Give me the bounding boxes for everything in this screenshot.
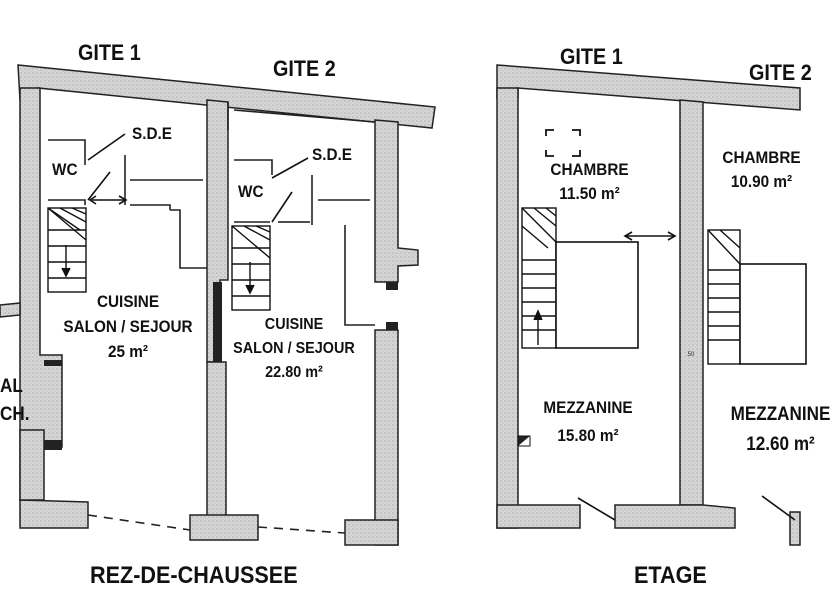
door-jamb — [213, 282, 222, 362]
wall-right-upper — [374, 119, 419, 283]
upper-gite1-bedroom: CHAMBRE 11.50 m² — [540, 160, 639, 204]
wall-bottom-upper-1 — [496, 504, 581, 529]
upper-gite1-bedroom-area: 11.50 m² — [559, 184, 620, 203]
upper-level-title: ETAGE — [634, 562, 707, 589]
gite1-leaders — [87, 133, 128, 205]
wall-bottom-right — [344, 519, 399, 546]
upper-gite2-mezzanine-label: MEZZANINE — [730, 404, 831, 425]
ground-gite2-room-line1: CUISINE — [264, 316, 324, 333]
jamb-mark-2 — [44, 440, 62, 450]
gite2-partitions — [233, 109, 376, 326]
gite1-partitions — [48, 102, 229, 269]
gite2-void-opening — [739, 263, 807, 365]
wall-left-upper — [496, 87, 519, 529]
corner-mark — [518, 436, 530, 446]
jamb-mark-3 — [386, 282, 398, 290]
gite2-upper-stairs — [707, 229, 741, 365]
wall-bottom-upper-2 — [614, 504, 736, 529]
upper-small-mark: .50 — [686, 352, 695, 358]
ground-floor-openings — [87, 514, 346, 534]
upper-gite2-title: GITE 2 — [749, 60, 812, 85]
upper-gite2-bedroom: CHAMBRE 10.90 m² — [712, 148, 811, 192]
floor-plan-drawing — [0, 64, 807, 546]
corner-mark-box — [517, 435, 531, 447]
floor-plan-canvas: GITE 1 GITE 2 S.D.E WC CUISINE SALON / S… — [0, 40, 831, 589]
upper-gite1-title: GITE 1 — [560, 44, 623, 69]
wall-divider-upper — [679, 99, 704, 506]
ground-edge-text-1: AL — [0, 376, 23, 397]
gite1-upper-stairs — [521, 207, 557, 349]
ground-gite2-area: 22.80 m² — [265, 364, 323, 381]
bedroom-marker — [545, 129, 581, 157]
gite2-door-swing — [761, 495, 796, 521]
upper-gite1-mezzanine-label: MEZZANINE — [543, 398, 633, 417]
upper-floor-plan — [496, 64, 801, 546]
ground-gite1-sde-label: S.D.E — [132, 124, 172, 143]
gite2-stairs — [231, 225, 271, 311]
ground-gite1-room-line1: CUISINE — [96, 292, 160, 311]
ground-floor-plan — [0, 64, 436, 546]
ground-gite1-wc-label: WC — [52, 160, 78, 179]
ground-gite2-room-name: CUISINE SALON / SEJOUR 22.80 m² — [222, 316, 366, 382]
jamb-mark-4 — [386, 322, 398, 330]
ground-gite1-room-name: CUISINE SALON / SEJOUR 25 m² — [56, 292, 200, 362]
wall-outside-left-2 — [19, 429, 45, 501]
jamb-mark — [44, 360, 62, 366]
ground-gite1-area: 25 m² — [108, 342, 148, 361]
ground-gite2-room-line2: SALON / SEJOUR — [233, 340, 355, 357]
wall-bottom-upper-3 — [789, 511, 801, 546]
gite2-leaders — [271, 157, 310, 223]
upper-gite1-bedroom-label: CHAMBRE — [550, 160, 629, 179]
ground-edge-text-2: CH. — [0, 404, 30, 425]
ground-gite2-sde-label: S.D.E — [312, 145, 352, 164]
ground-gite2-title: GITE 2 — [273, 56, 336, 81]
ground-gite1-room-line2: SALON / SEJOUR — [63, 317, 193, 336]
upper-gite2-bedroom-area: 10.90 m² — [730, 172, 793, 191]
ground-gite1-title: GITE 1 — [78, 40, 141, 65]
gite1-stairs — [47, 207, 87, 293]
upper-gite2-mezzanine: MEZZANINE 12.60 m² — [722, 404, 839, 456]
ground-level-title: REZ-DE-CHAUSSEE — [90, 562, 298, 589]
upper-gite2-bedroom-label: CHAMBRE — [722, 148, 801, 167]
ground-gite2-wc-label: WC — [238, 182, 264, 201]
wall-right-lower — [374, 329, 399, 546]
upper-gite1-mezzanine-area: 15.80 m² — [557, 426, 619, 445]
wall-outside-left — [0, 302, 21, 318]
wall-bottom-mid — [189, 514, 259, 541]
wall-bottom-left — [19, 499, 89, 529]
gite1-upper-dimension — [577, 231, 677, 521]
wall-divider-lower — [206, 361, 227, 519]
upper-gite2-mezzanine-area: 12.60 m² — [746, 434, 815, 455]
upper-gite1-mezzanine: MEZZANINE 15.80 m² — [534, 398, 642, 446]
gite1-void-opening — [555, 241, 639, 349]
